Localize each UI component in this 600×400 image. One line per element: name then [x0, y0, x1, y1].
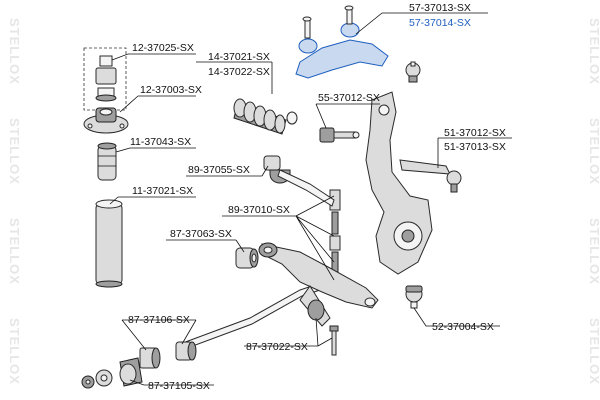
svg-text:STELLOX: STELLOX: [7, 318, 22, 385]
svg-text:STELLOX: STELLOX: [587, 18, 600, 85]
svg-text:STELLOX: STELLOX: [587, 118, 600, 185]
bushing-set: [81, 341, 197, 389]
watermark-right: STELLOX STELLOX STELLOX STELLOX: [587, 18, 600, 385]
dust-boot: [95, 199, 123, 288]
label-14-37021: 14-37021-SX: [208, 51, 270, 63]
label-87-37022: 87-37022-SX: [246, 341, 308, 353]
label-87-37063: 87-37063-SX: [170, 228, 232, 240]
label-12-37003: 12-37003-SX: [140, 84, 202, 96]
label-89-37055: 89-37055-SX: [188, 164, 250, 176]
label-89-37010: 89-37010-SX: [228, 204, 290, 216]
upper-control-arm: [295, 5, 389, 79]
svg-text:STELLOX: STELLOX: [587, 318, 600, 385]
tie-rod-inner: [319, 127, 360, 143]
bump-stop: [97, 142, 117, 181]
label-55-37012: 55-37012-SX: [318, 92, 380, 104]
label-11-37021: 11-37021-SX: [132, 185, 193, 197]
label-51-37013: 51-37013-SX: [444, 141, 506, 153]
upper-ball-joint: [405, 61, 421, 83]
lower-ball-joint: [405, 285, 423, 309]
label-52-37004: 52-37004-SX: [432, 321, 494, 333]
svg-text:STELLOX: STELLOX: [7, 18, 22, 85]
arm-bushing-87-37063: [235, 247, 259, 269]
label-87-37106: 87-37106-SX: [128, 314, 190, 326]
label-57-37013: 57-37013-SX: [409, 2, 471, 14]
mounting-bolt: [329, 325, 339, 356]
part-labels: 57-37013-SX 57-37014-SX 12-37025-SX 12-3…: [128, 2, 506, 392]
svg-text:STELLOX: STELLOX: [587, 218, 600, 285]
steering-knuckle: [365, 91, 433, 275]
leader-lines: [109, 12, 512, 386]
strut-mount: [83, 107, 129, 134]
steering-rack-boot: [233, 98, 298, 135]
label-14-37022: 14-37022-SX: [208, 66, 270, 78]
svg-text:STELLOX: STELLOX: [7, 218, 22, 285]
label-11-37043: 11-37043-SX: [130, 136, 191, 148]
top-mount-kit: [83, 47, 127, 111]
lower-control-arm: [258, 242, 379, 327]
label-87-37105: 87-37105-SX: [148, 380, 210, 392]
watermark-left: STELLOX STELLOX STELLOX STELLOX: [7, 18, 22, 385]
label-51-37012: 51-37012-SX: [444, 127, 506, 139]
label-12-37025: 12-37025-SX: [132, 42, 194, 54]
svg-text:STELLOX: STELLOX: [7, 118, 22, 185]
label-57-37014: 57-37014-SX: [409, 17, 471, 29]
tie-rod-end: [399, 159, 462, 193]
